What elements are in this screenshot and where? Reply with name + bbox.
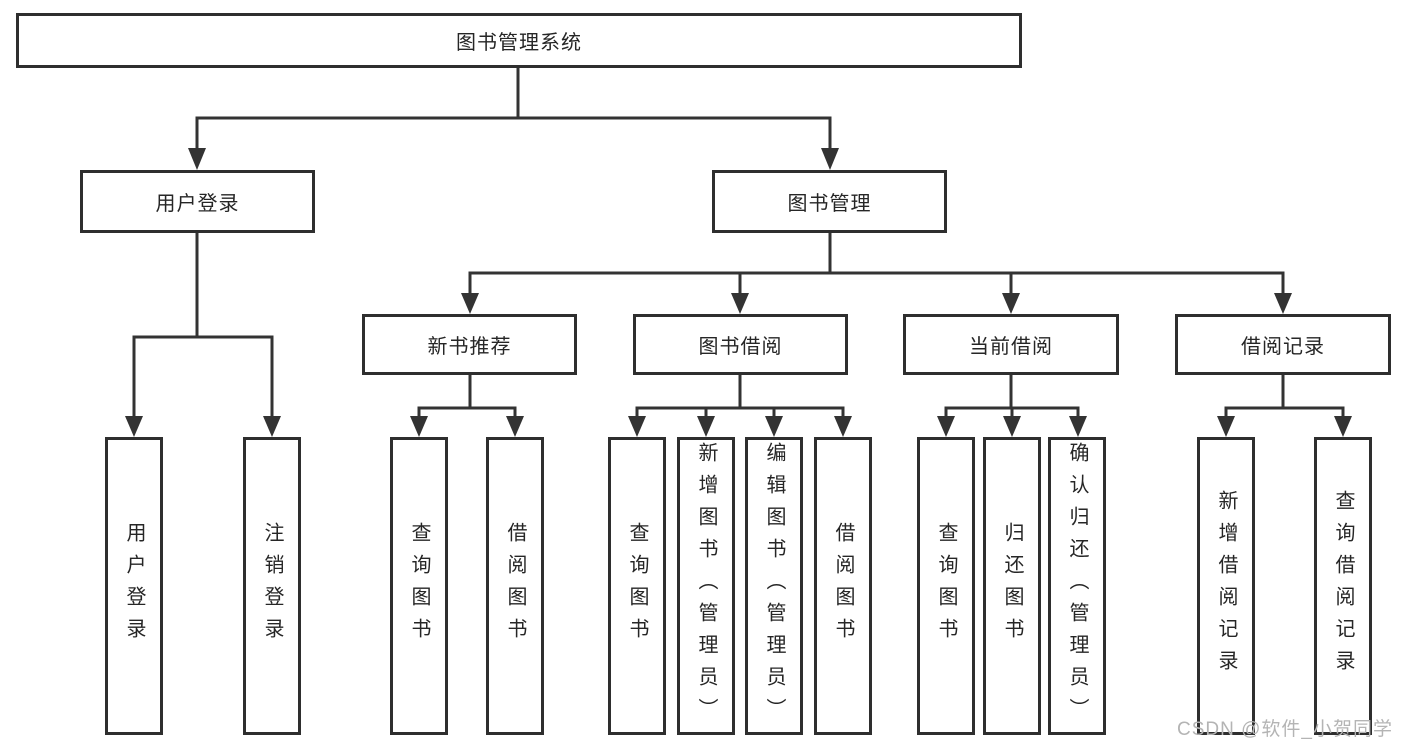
- arrow-to-leaf-borrow-book-2: [834, 416, 852, 437]
- arrow-to-leaf-logout: [263, 416, 281, 437]
- arrow-to-leaf-query-book-2: [628, 416, 646, 437]
- leaf-query-book-2: 查询图书: [608, 437, 666, 735]
- node-current-borrow: 当前借阅: [903, 314, 1119, 375]
- arrow-to-book-mgmt: [821, 148, 839, 170]
- leaf-logout: 注销登录: [243, 437, 301, 735]
- leaf-query-book-2-label: 查询图书: [626, 522, 648, 650]
- connector-user-login-branch: [132, 233, 274, 418]
- arrow-to-leaf-return-book: [1003, 416, 1021, 437]
- arrow-to-leaf-query-book-1: [410, 416, 428, 437]
- arrow-to-book-borrow: [731, 293, 749, 314]
- node-new-book-rec: 新书推荐: [362, 314, 577, 375]
- node-book-mgmt: 图书管理: [712, 170, 947, 233]
- arrow-to-current-borrow: [1002, 293, 1020, 314]
- leaf-query-book-3: 查询图书: [917, 437, 975, 735]
- leaf-edit-book-admin: 编辑图书（管理员）: [745, 437, 803, 735]
- leaf-query-borrow-record: 查询借阅记录: [1314, 437, 1372, 735]
- leaf-add-book-admin-label: 新增图书（管理员）: [695, 442, 717, 730]
- leaf-query-book-1-label: 查询图书: [408, 522, 430, 650]
- connector-root-branch: [195, 68, 832, 150]
- node-borrow-record: 借阅记录: [1175, 314, 1391, 375]
- leaf-borrow-book-2: 借阅图书: [814, 437, 872, 735]
- leaf-borrow-book-1: 借阅图书: [486, 437, 544, 735]
- connector-book-borrow-branch: [635, 375, 845, 418]
- leaf-user-login: 用户登录: [105, 437, 163, 735]
- leaf-borrow-book-2-label: 借阅图书: [832, 522, 854, 650]
- connector-book-mgmt-branch: [468, 233, 1285, 294]
- leaf-confirm-return-admin-label: 确认归还（管理员）: [1066, 442, 1088, 730]
- leaf-edit-book-admin-label: 编辑图书（管理员）: [763, 442, 785, 730]
- node-root: 图书管理系统: [16, 13, 1022, 68]
- connector-cur-borrow-branch: [944, 375, 1080, 418]
- arrow-to-new-book-rec: [461, 293, 479, 314]
- leaf-query-book-1: 查询图书: [390, 437, 448, 735]
- arrow-to-leaf-query-book-3: [937, 416, 955, 437]
- arrow-to-leaf-add-book: [697, 416, 715, 437]
- leaf-add-borrow-record-label: 新增借阅记录: [1215, 490, 1237, 682]
- csdn-watermark: CSDN @软件_小贺同学: [1177, 719, 1393, 740]
- connector-borrow-rec-branch: [1224, 375, 1345, 418]
- arrow-to-leaf-confirm-return: [1069, 416, 1087, 437]
- arrow-to-leaf-user-login: [125, 416, 143, 437]
- leaf-logout-label: 注销登录: [261, 522, 283, 650]
- arrow-to-user-login: [188, 148, 206, 170]
- leaf-add-book-admin: 新增图书（管理员）: [677, 437, 735, 735]
- leaf-user-login-label: 用户登录: [123, 522, 145, 650]
- leaf-add-borrow-record: 新增借阅记录: [1197, 437, 1255, 735]
- arrow-to-leaf-borrow-book-1: [506, 416, 524, 437]
- arrow-to-borrow-record: [1274, 293, 1292, 314]
- leaf-query-book-3-label: 查询图书: [935, 522, 957, 650]
- arrow-to-leaf-edit-book: [765, 416, 783, 437]
- leaf-borrow-book-1-label: 借阅图书: [504, 522, 526, 650]
- leaf-query-borrow-record-label: 查询借阅记录: [1332, 490, 1354, 682]
- arrow-to-leaf-add-record: [1217, 416, 1235, 437]
- node-book-borrow: 图书借阅: [633, 314, 848, 375]
- leaf-confirm-return-admin: 确认归还（管理员）: [1048, 437, 1106, 735]
- connector-new-book-branch: [417, 375, 517, 418]
- arrow-to-leaf-query-record: [1334, 416, 1352, 437]
- leaf-return-book-label: 归还图书: [1001, 522, 1023, 650]
- node-user-login: 用户登录: [80, 170, 315, 233]
- leaf-return-book: 归还图书: [983, 437, 1041, 735]
